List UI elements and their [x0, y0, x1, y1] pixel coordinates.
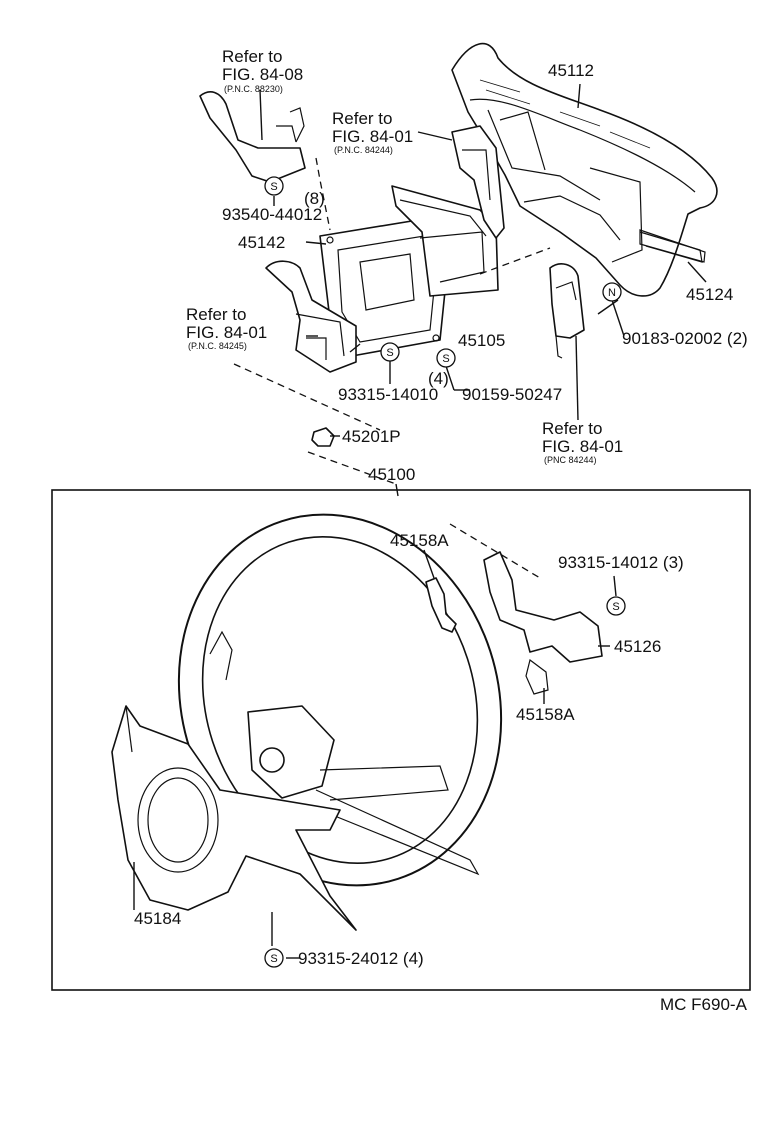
s-badge-93315-14010	[380, 342, 400, 362]
ref4-line1: Refer to	[542, 419, 602, 438]
label-45201P: 45201P	[342, 427, 401, 446]
svg-text:S: S	[612, 601, 619, 613]
svg-text:N: N	[608, 287, 616, 299]
ref4-pnc: (PNC 84244)	[544, 455, 597, 465]
s-badge-93540	[264, 176, 284, 196]
label-45142: 45142	[238, 233, 285, 252]
connector-45124	[639, 229, 706, 263]
label-93315-24012: 93315-24012 (4)	[298, 949, 424, 968]
label-45158A-bottom: 45158A	[516, 705, 575, 724]
diagram-id: MC F690-A	[660, 995, 748, 1014]
svg-text:S: S	[270, 953, 277, 965]
switch-84244-lower	[549, 263, 585, 359]
s-badge-90159	[436, 348, 456, 368]
ref3-pnc: (P.N.C. 84245)	[188, 341, 247, 351]
label-93540-qty: (8)	[304, 189, 325, 208]
label-45184: 45184	[134, 909, 181, 928]
horn-contact-45105	[391, 185, 499, 297]
fastener-badges: S S S N S S	[264, 176, 626, 968]
bracket-45158A-upper	[425, 577, 457, 633]
svg-text:S: S	[270, 181, 277, 193]
ref4-line2: FIG. 84-01	[542, 437, 623, 456]
nut-45201P	[311, 427, 335, 447]
leader-lines	[133, 83, 707, 959]
ref2-line1: Refer to	[332, 109, 392, 128]
label-90183: 90183-02002 (2)	[622, 329, 748, 348]
svg-text:S: S	[442, 353, 449, 365]
ref1-line2: FIG. 84-08	[222, 65, 303, 84]
steering-pad-45112	[451, 42, 718, 297]
label-45100: 45100	[368, 465, 415, 484]
label-90159: 90159-50247	[462, 385, 562, 404]
lower-cover-45184	[111, 705, 357, 931]
label-93540: 93540-44012	[222, 205, 322, 224]
cruise-switch-84-08	[199, 91, 306, 183]
ref1-pnc: (P.N.C. 88230)	[224, 84, 283, 94]
label-45126: 45126	[614, 637, 661, 656]
callout-labels: 45112 45124 45142 45105 45201P 45100 451…	[134, 47, 748, 1014]
ref3-line2: FIG. 84-01	[186, 323, 267, 342]
ref3-line1: Refer to	[186, 305, 246, 324]
label-93315-14012: 93315-14012 (3)	[558, 553, 684, 572]
ref2-line2: FIG. 84-01	[332, 127, 413, 146]
label-90159-qty: (4)	[428, 369, 449, 388]
dashed-lines	[233, 157, 551, 579]
label-45124: 45124	[686, 285, 733, 304]
label-93315-14010: 93315-14010	[338, 385, 438, 404]
n-badge-90183	[602, 282, 622, 302]
label-45158A-top: 45158A	[390, 531, 449, 550]
bracket-45126	[483, 551, 603, 695]
ref2-pnc: (P.N.C. 84244)	[334, 145, 393, 155]
label-45105: 45105	[458, 331, 505, 350]
s-badge-93315-24012	[264, 948, 284, 968]
label-45112: 45112	[548, 61, 594, 80]
switch-84244-upper	[451, 125, 505, 239]
horn-switch-84245	[265, 260, 357, 373]
ref1-line1: Refer to	[222, 47, 282, 66]
wheel-assembly-box	[51, 489, 751, 991]
svg-text:S: S	[386, 347, 393, 359]
s-badge-93315-14012	[606, 596, 626, 616]
